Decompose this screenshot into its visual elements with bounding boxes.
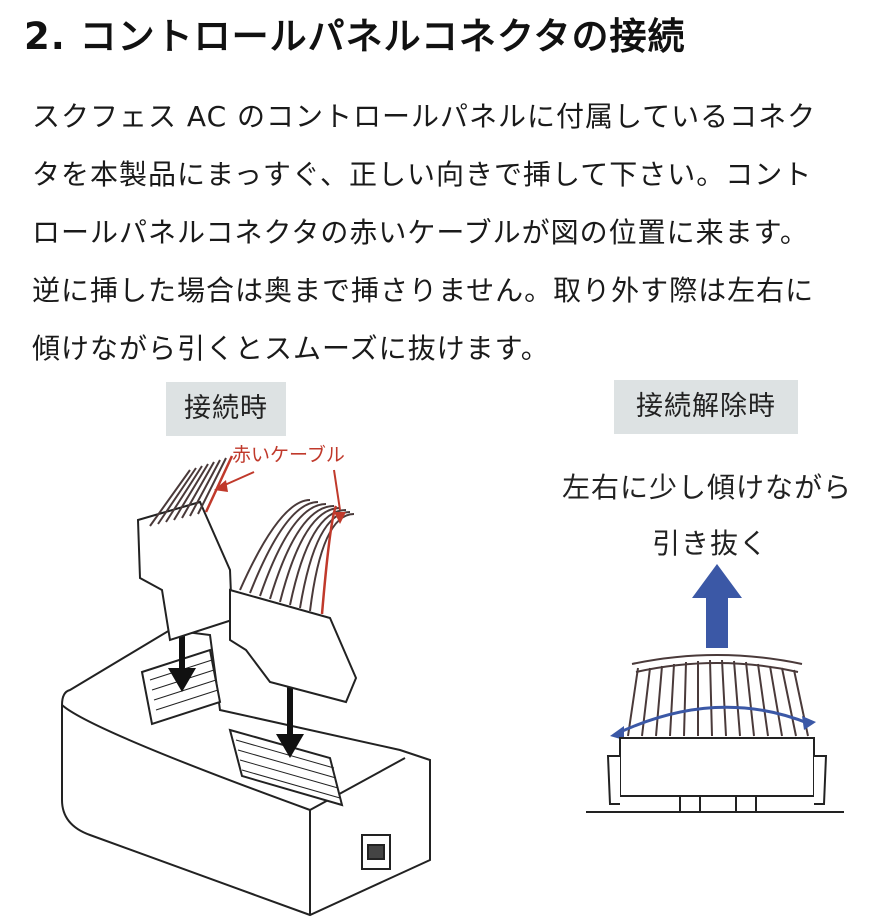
body-line: スクフェス AC のコントロールパネルに付属しているコネク	[32, 100, 817, 133]
insert-arrow-right	[276, 680, 304, 758]
body-line: 逆に挿した場合は奥まで挿さりません。取り外す際は左右に	[32, 274, 815, 307]
red-cable-label: 赤いケーブル	[232, 444, 345, 466]
body-paragraph: スクフェス AC のコントロールパネルに付属しているコネク タを本製品にまっすぐ…	[32, 88, 852, 378]
release-illustration	[586, 564, 844, 813]
release-instruction: 左右に少し傾けながら	[562, 471, 853, 504]
tilt-arc	[610, 705, 816, 740]
left-connector	[136, 455, 255, 642]
large-socket	[228, 728, 344, 807]
connected-figure-label: 接続時	[166, 382, 286, 436]
release-instruction: 引き抜く	[652, 527, 769, 560]
body-line: タを本製品にまっすぐ、正しい向きで挿して下さい。コント	[32, 158, 813, 191]
release-figure-label: 接続解除時	[614, 380, 798, 434]
cable-bundle	[627, 654, 809, 737]
body-line: 傾けながら引くとスムーズに抜けます。	[32, 332, 550, 365]
right-connector	[229, 469, 358, 704]
pull-up-arrow	[692, 564, 742, 648]
section-heading: 2. コントロールパネルコネクタの接続	[24, 15, 686, 58]
body-line: ロールパネルコネクタの赤いケーブルが図の位置に来ます。	[32, 216, 809, 249]
connected-illustration	[61, 455, 431, 917]
release-connector	[606, 737, 828, 812]
